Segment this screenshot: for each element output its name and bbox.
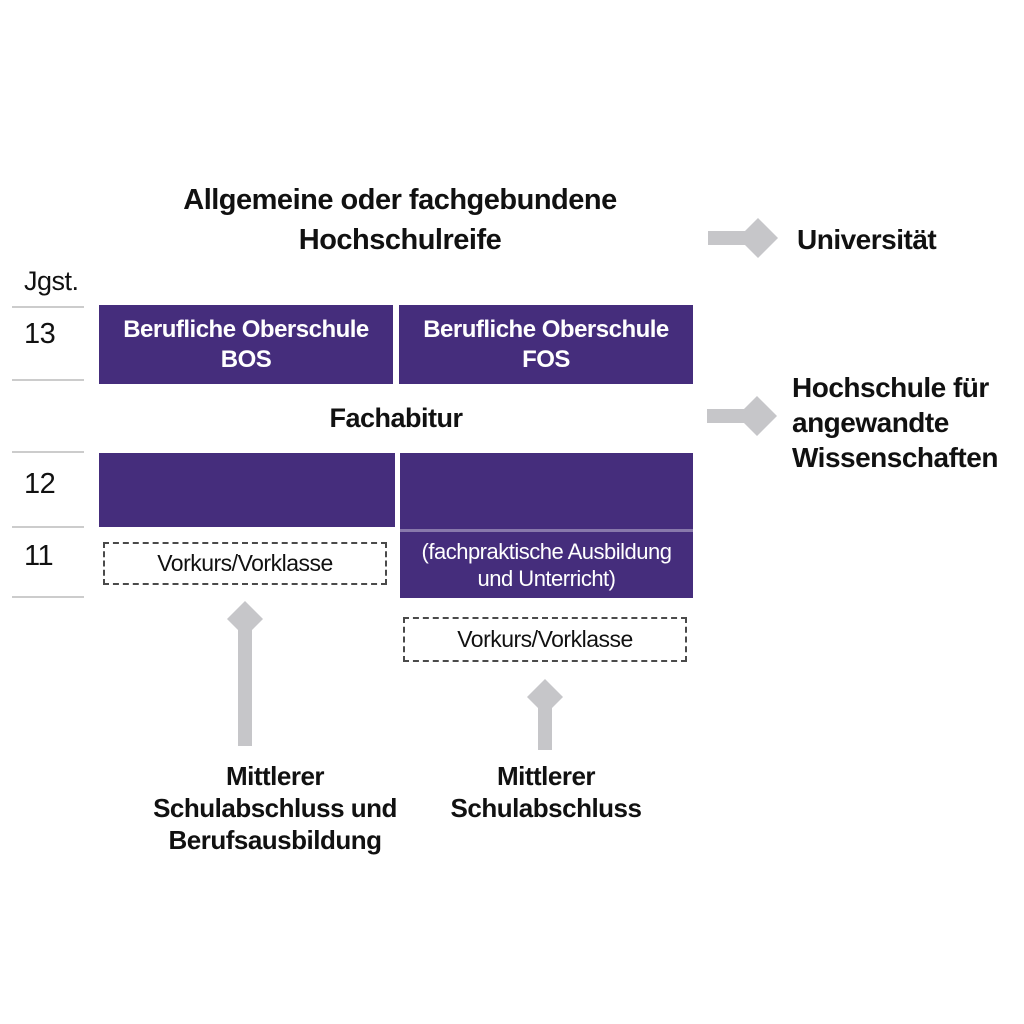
entry-right-label-line2: Schulabschluss <box>450 793 642 823</box>
fos-box-label-line1: Berufliche Oberschule <box>423 315 669 343</box>
bos-box-label-line1: Berufliche Oberschule <box>123 315 369 343</box>
hochschule-label-line3: Wissenschaften <box>792 442 998 473</box>
universitaet-label: Universität <box>797 224 937 255</box>
entry-right-label-line1: Mittlerer <box>496 761 596 791</box>
fos-box-separator <box>400 529 693 532</box>
entry-left-label-line1: Mittlerer <box>225 761 325 791</box>
arrow-to-hochschule-icon <box>707 396 777 436</box>
grade-divider-line <box>12 451 84 453</box>
vorkurs-box-right-label: Vorkurs/Vorklasse <box>457 626 633 652</box>
arrow-entry-right-icon <box>527 679 563 750</box>
grade-divider-line <box>12 306 84 308</box>
vorkurs-box-left-label: Vorkurs/Vorklasse <box>157 550 333 576</box>
grade-label-11: 11 <box>24 540 54 572</box>
grade-label-12: 12 <box>24 468 56 500</box>
fos-praktikum-label-line1: (fachpraktische Ausbildung <box>421 539 672 564</box>
grade-divider-line <box>12 379 84 381</box>
bos-grade12-box <box>99 453 395 527</box>
entry-right-label: Mittlerer Schulabschluss <box>411 760 681 824</box>
fos-grade12-11-box: (fachpraktische Ausbildung und Unterrich… <box>400 453 693 598</box>
hochschule-label-line1: Hochschule für <box>792 372 989 403</box>
entry-left-label-line3: Berufsausbildung <box>168 825 382 855</box>
fos-box-label-line2: FOS <box>522 345 570 373</box>
bos-box-label-line2: BOS <box>220 345 272 373</box>
diagram-title: Allgemeine oder fachgebundene Hochschulr… <box>130 180 670 260</box>
vorkurs-box-right: Vorkurs/Vorklasse <box>403 617 687 662</box>
grade-divider-line <box>12 526 84 528</box>
fos-praktikum-label-line2: und Unterricht) <box>477 566 616 591</box>
arrow-to-universitaet-icon <box>708 218 778 258</box>
hochschule-label: Hochschule für angewandte Wissenschaften <box>792 370 998 475</box>
grade-divider-line <box>12 596 84 598</box>
entry-left-label-line2: Schulabschluss und <box>153 793 397 823</box>
fos-box: Berufliche Oberschule FOS <box>399 305 693 384</box>
fachabitur-label: Fachabitur <box>329 403 463 433</box>
fos-praktikum-label: (fachpraktische Ausbildung und Unterrich… <box>400 532 693 598</box>
grade-axis-label: Jgst. <box>24 266 79 296</box>
entry-left-label: Mittlerer Schulabschluss und Berufsausbi… <box>140 760 410 856</box>
grade-label-13: 13 <box>24 318 56 350</box>
diagram-title-line1: Allgemeine oder fachgebundene <box>183 184 617 216</box>
arrow-entry-left-icon <box>227 601 263 746</box>
hochschule-label-line2: angewandte <box>792 407 949 438</box>
bos-box: Berufliche Oberschule BOS <box>99 305 393 384</box>
vorkurs-box-left: Vorkurs/Vorklasse <box>103 542 387 585</box>
diagram-title-line2: Hochschulreife <box>298 224 502 256</box>
